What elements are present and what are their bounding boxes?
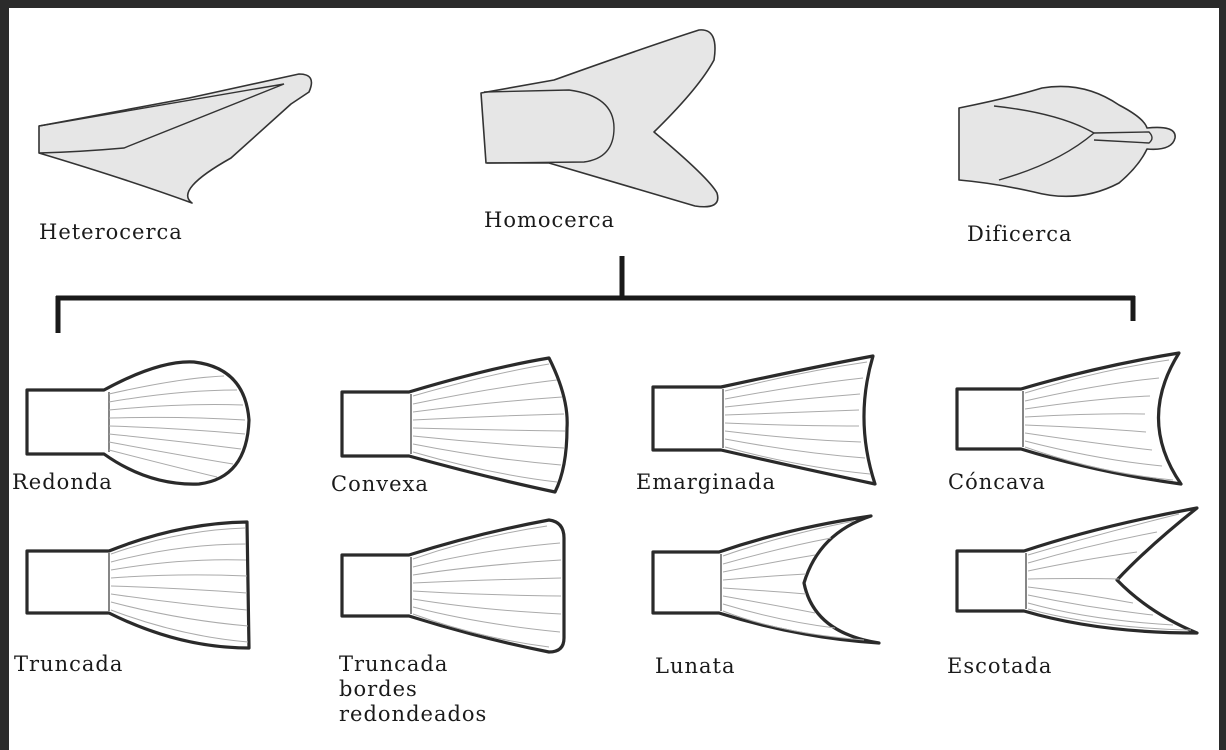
- dificerca-fin: [959, 86, 1175, 196]
- label-truncada-bordes-line-3: redondeados: [339, 702, 487, 727]
- label-lunata: Lunata: [655, 654, 735, 679]
- label-redonda: Redonda: [12, 470, 113, 495]
- label-convexa: Convexa: [331, 472, 429, 497]
- truncada-fin: [27, 522, 249, 648]
- label-escotada: Escotada: [947, 654, 1052, 679]
- truncada-bordes-redondeados-fin: [342, 520, 564, 652]
- escotada-fin: [957, 508, 1197, 633]
- label-dificerca: Dificerca: [967, 222, 1073, 247]
- concava-fin: [957, 353, 1181, 484]
- bracket-connector: [56, 256, 1135, 333]
- heterocerca-fin: [39, 74, 311, 203]
- label-homocerca: Homocerca: [484, 208, 615, 233]
- homocerca-fin: [481, 30, 718, 207]
- label-truncada-bordes-redondeados: Truncada bordes redondeados: [339, 652, 487, 727]
- label-truncada-bordes-line-2: bordes: [339, 677, 487, 702]
- label-concava: Cóncava: [948, 470, 1046, 495]
- label-emarginada: Emarginada: [636, 470, 776, 495]
- lunata-fin: [653, 516, 879, 643]
- redonda-fin: [27, 362, 249, 484]
- label-truncada: Truncada: [14, 652, 123, 677]
- label-truncada-bordes-line-1: Truncada: [339, 652, 487, 677]
- emarginada-fin: [653, 356, 875, 484]
- fin-diagram: [9, 8, 1226, 750]
- label-heterocerca: Heterocerca: [39, 220, 183, 245]
